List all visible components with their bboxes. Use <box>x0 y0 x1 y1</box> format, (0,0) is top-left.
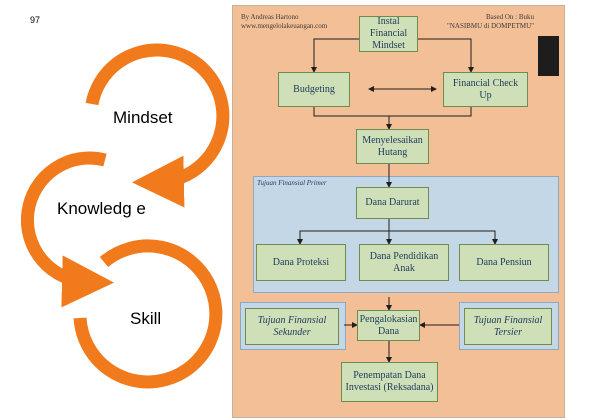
node-tujuan-finansial-tersier: Tujuan Finansial Tersier <box>464 308 552 345</box>
node-instal-financial-mindset: Instal Financial Mindset <box>359 16 418 52</box>
mindset-arc-arrow <box>85 43 230 208</box>
node-pengalokasian-dana: Pengalokasian Dana <box>357 310 420 341</box>
node-financial-check-up: Financial Check Up <box>443 72 528 107</box>
primary-goals-label: Tujuan Finansial Primer <box>257 179 327 187</box>
book-cover-image <box>538 36 559 76</box>
learning-cycle-diagram <box>20 43 230 389</box>
author-name: By Andreas Hartono <box>241 13 299 21</box>
node-budgeting: Budgeting <box>278 72 350 107</box>
author-website: www.mengelolakeuangan.com <box>241 22 328 30</box>
node-penempatan-dana-investasi: Penempatan Dana Investasi (Reksadana) <box>341 362 438 402</box>
node-dana-pensiun: Dana Pensiun <box>459 244 549 281</box>
node-menyelesaikan-hutang: Menyelesaikan Hutang <box>356 129 429 164</box>
poster-author: By Andreas Hartono www.mengelolakeuangan… <box>241 13 327 31</box>
poster-source: Based On : Buku "NASIBMU di DOMPETMU" <box>447 13 534 31</box>
knowledge-arc-arrow <box>20 151 114 308</box>
node-dana-darurat: Dana Darurat <box>356 187 429 219</box>
financial-planning-poster: By Andreas Hartono www.mengelolakeuangan… <box>232 5 565 418</box>
skill-label: Skill <box>130 309 162 328</box>
node-dana-proteksi: Dana Proteksi <box>256 244 346 281</box>
knowledge-label: Knowledg e <box>57 199 146 218</box>
source-book-title: "NASIBMU di DOMPETMU" <box>446 22 534 30</box>
page-number: 97 <box>30 15 41 25</box>
node-dana-pendidikan-anak: Dana Pendidikan Anak <box>359 244 449 281</box>
source-label: Based On : Buku <box>485 13 534 21</box>
node-tujuan-finansial-sekunder: Tujuan Finansial Sekunder <box>245 308 339 345</box>
flow-connectors <box>297 38 498 363</box>
mindset-label: Mindset <box>113 108 173 127</box>
skill-arc-arrow <box>73 239 223 389</box>
